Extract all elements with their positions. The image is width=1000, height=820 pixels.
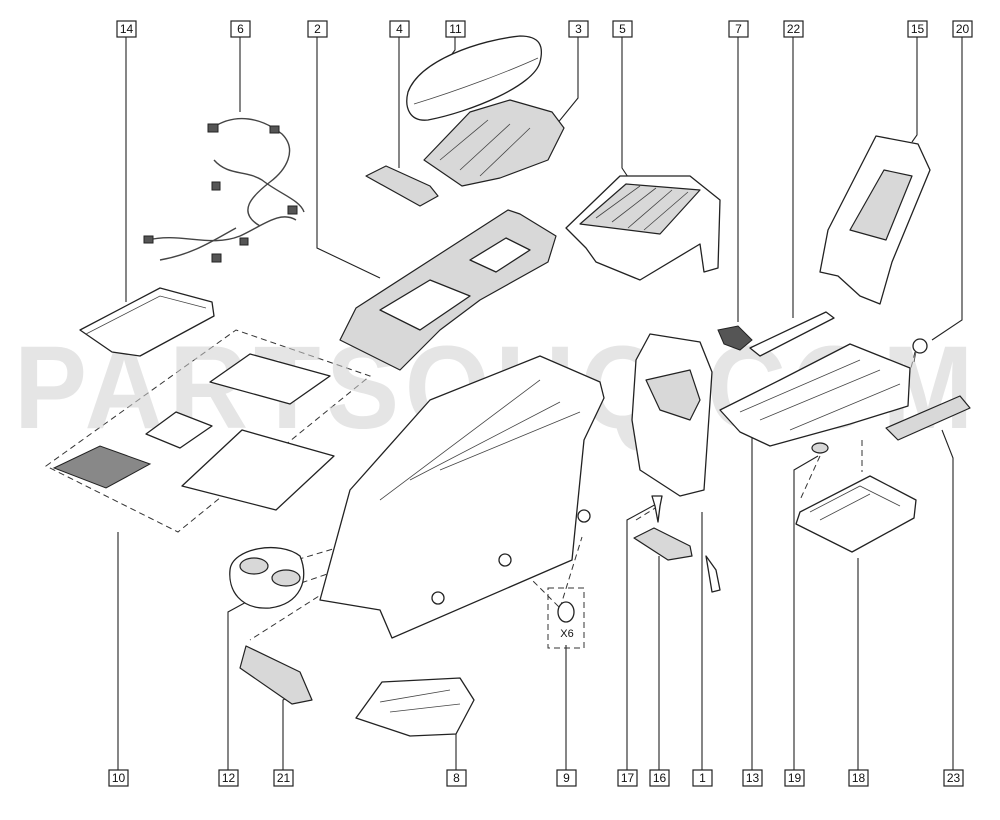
callout-10: 10 (108, 769, 129, 787)
callout-19: 19 (784, 769, 805, 787)
callout-18: 18 (848, 769, 869, 787)
callout-10-label: 10 (112, 771, 126, 785)
part-12-cup-holder (229, 547, 305, 609)
callout-11: 11 (445, 20, 466, 38)
callout-13: 13 (742, 769, 763, 787)
part-6-wiring-harness (143, 117, 305, 263)
callout-16-label: 16 (653, 771, 667, 785)
center-console-body (319, 355, 605, 639)
callout-7: 7 (728, 20, 749, 38)
callout-7-label: 7 (735, 22, 742, 36)
part-2-console-finisher (339, 209, 557, 371)
callout-8-label: 8 (453, 771, 460, 785)
callout-14-label: 14 (120, 22, 134, 36)
callout-5-label: 5 (619, 22, 626, 36)
part-3-armrest-frame (423, 99, 565, 187)
part-7-switch (717, 325, 753, 351)
callout-19-label: 19 (788, 771, 802, 785)
part-15-rear-panel (819, 135, 931, 305)
callout-2: 2 (307, 20, 328, 38)
callout-1-label: 1 (699, 771, 706, 785)
callout-12-label: 12 (222, 771, 236, 785)
quantity-x6: X6 (560, 628, 573, 640)
callout-15: 15 (907, 20, 928, 38)
callout-4-label: 4 (396, 22, 403, 36)
callout-20: 20 (952, 20, 973, 38)
callout-3-label: 3 (575, 22, 582, 36)
callout-22-label: 22 (787, 22, 801, 36)
part-13-bracket-assembly (719, 343, 911, 447)
callout-3: 3 (568, 20, 589, 38)
part-1-side-panel (631, 333, 721, 593)
part-21-lid (239, 645, 313, 705)
callout-9: 9 (556, 769, 577, 787)
callout-6: 6 (230, 20, 251, 38)
callout-6-label: 6 (237, 22, 244, 36)
callout-11-label: 11 (449, 22, 462, 36)
callout-21: 21 (273, 769, 294, 787)
part-22-trim-strip (749, 311, 835, 357)
callout-5: 5 (612, 20, 633, 38)
callout-9-label: 9 (563, 771, 570, 785)
callout-20-label: 20 (956, 22, 970, 36)
callout-8: 8 (446, 769, 467, 787)
callout-17-label: 17 (621, 771, 635, 785)
callout-4: 4 (389, 20, 410, 38)
callout-14: 14 (116, 20, 137, 38)
part-16-bracket (633, 527, 693, 561)
callout-1: 1 (692, 769, 713, 787)
part-14-storage-mat (79, 287, 215, 357)
callout-22: 22 (783, 20, 804, 38)
part-18-base-frame (795, 475, 917, 553)
part-4-small-bracket (365, 165, 439, 207)
callout-23: 23 (943, 769, 964, 787)
callout-13-label: 13 (746, 771, 760, 785)
callout-21-label: 21 (277, 771, 291, 785)
callout-23-label: 23 (947, 771, 961, 785)
callout-15-label: 15 (911, 22, 925, 36)
part-5-storage-insert (565, 175, 721, 281)
part-19-nut (811, 442, 829, 454)
part-9-ring (547, 587, 585, 649)
part-10-mat-set (52, 353, 335, 511)
part-17-clip (651, 495, 663, 523)
part-20-screw (912, 338, 928, 363)
part-23-rail (885, 395, 971, 441)
part-8-bottom-module (355, 677, 475, 737)
callout-2-label: 2 (314, 22, 321, 36)
callout-16: 16 (649, 769, 670, 787)
callout-18-label: 18 (852, 771, 866, 785)
callout-12: 12 (218, 769, 239, 787)
callout-17: 17 (617, 769, 638, 787)
part-11-armrest-cushion (406, 35, 543, 121)
